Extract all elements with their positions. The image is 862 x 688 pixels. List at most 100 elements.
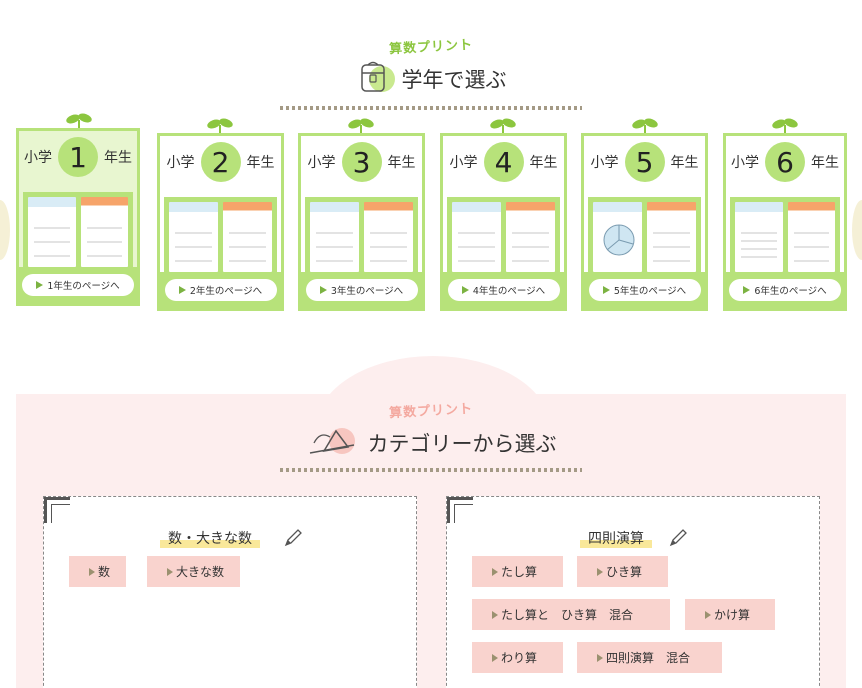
- pencil-icon: [284, 529, 302, 547]
- category-link-add-sub-mixed[interactable]: たし算と ひき算 混合: [472, 599, 670, 630]
- worksheet-thumbnail: [787, 202, 835, 272]
- play-icon: [492, 653, 498, 662]
- play-icon: [705, 610, 711, 619]
- grade-4-page-button[interactable]: 4年生のページへ: [447, 279, 560, 301]
- category-section-kicker: 算数プリント: [388, 401, 474, 422]
- grade-prefix: 小学: [731, 155, 759, 171]
- play-icon: [743, 286, 751, 294]
- category-link-four-ops-mixed[interactable]: 四則演算 混合: [577, 642, 722, 673]
- pencil-icon: [669, 529, 687, 547]
- grade-card-1[interactable]: 小学 1 年生 1年生のページへ: [16, 128, 140, 306]
- worksheet-thumbnail: [735, 202, 783, 272]
- button-label: 5年生のページへ: [613, 286, 687, 297]
- category-link-multiplication[interactable]: かけ算: [685, 599, 775, 630]
- worksheet-thumbnail: [28, 197, 76, 267]
- worksheet-thumbnail: [223, 202, 272, 272]
- worksheet-thumbnail: [310, 202, 359, 272]
- play-icon: [36, 281, 44, 289]
- grade-number: 5: [624, 142, 665, 182]
- corner-decoration: [447, 497, 473, 523]
- worksheet-thumbnail: [647, 202, 696, 272]
- grade-section-heading: 算数プリント 学年で選ぶ: [0, 36, 862, 99]
- grade-card-5[interactable]: 小学 5 年生 5年生のページへ: [581, 133, 708, 311]
- grade-number: 3: [341, 142, 382, 182]
- link-label: たし算と ひき算 混合: [501, 608, 634, 622]
- worksheet-thumbnail: [452, 202, 501, 272]
- link-label: ひき算: [606, 565, 643, 579]
- category-section-title: カテゴリーから選ぶ: [367, 432, 557, 456]
- category-link-large-numbers[interactable]: 大きな数: [147, 556, 241, 587]
- grade-card-2[interactable]: 小学 2 年生 2年生のページへ: [157, 133, 284, 311]
- worksheet-thumbnails: [305, 197, 418, 277]
- category-link-numbers[interactable]: 数: [69, 556, 127, 587]
- right-decoration: [852, 200, 862, 260]
- grade-prefix: 小学: [166, 155, 195, 171]
- worksheet-thumbnail: [169, 202, 218, 272]
- worksheet-thumbnails: [730, 197, 840, 277]
- backpack-icon: [356, 59, 396, 99]
- category-section-heading: 算数プリント カテゴリーから選ぶ: [0, 400, 862, 463]
- category-box-title: 数・大きな数: [160, 528, 260, 548]
- link-label: わり算: [501, 651, 538, 665]
- grade-prefix: 小学: [24, 150, 52, 166]
- play-icon: [167, 567, 173, 576]
- grade-suffix: 年生: [670, 155, 699, 171]
- play-icon: [597, 653, 603, 662]
- grade-1-page-button[interactable]: 1年生のページへ: [22, 274, 134, 296]
- grade-number: 6: [765, 142, 805, 182]
- play-icon: [492, 567, 498, 576]
- grade-number: 1: [58, 137, 98, 177]
- grade-section-title: 学年で選ぶ: [401, 68, 507, 92]
- grade-suffix: 年生: [811, 155, 839, 171]
- grade-number: 4: [483, 142, 524, 182]
- worksheet-thumbnails: [588, 197, 701, 277]
- grade-2-page-button[interactable]: 2年生のページへ: [164, 279, 277, 301]
- play-icon: [178, 286, 186, 294]
- button-label: 6年生のページへ: [754, 286, 827, 297]
- link-label: かけ算: [714, 608, 751, 622]
- category-link-division[interactable]: わり算: [472, 642, 563, 673]
- button-label: 2年生のページへ: [189, 286, 263, 297]
- button-label: 3年生のページへ: [330, 286, 404, 297]
- link-label: 大きな数: [176, 565, 225, 579]
- category-box-title: 四則演算: [580, 528, 652, 548]
- play-icon: [89, 567, 95, 576]
- ruler-icon: [306, 423, 362, 463]
- heading-divider: [280, 468, 582, 472]
- grade-suffix: 年生: [246, 155, 275, 171]
- worksheet-thumbnails: [447, 197, 560, 277]
- sprout-icon: [632, 118, 658, 133]
- category-box-numbers: [43, 496, 417, 688]
- heading-divider: [280, 106, 582, 110]
- link-label: 数: [98, 565, 111, 579]
- worksheet-thumbnail: [506, 202, 555, 272]
- sprout-icon: [772, 118, 798, 133]
- worksheet-thumbnails: [164, 197, 277, 277]
- play-icon: [602, 286, 610, 294]
- sprout-icon: [207, 118, 233, 133]
- play-icon: [319, 286, 327, 294]
- link-label: たし算: [501, 565, 538, 579]
- left-decoration: [0, 200, 10, 260]
- play-icon: [492, 610, 498, 619]
- worksheet-thumbnail: [80, 197, 128, 267]
- link-label: 四則演算 混合: [606, 651, 691, 665]
- grade-number: 2: [200, 142, 241, 182]
- sprout-icon: [66, 113, 92, 128]
- grade-6-page-button[interactable]: 6年生のページへ: [729, 279, 841, 301]
- grade-card-4[interactable]: 小学 4 年生 4年生のページへ: [440, 133, 567, 311]
- grade-card-6[interactable]: 小学 6 年生 6年生のページへ: [723, 133, 847, 311]
- grade-card-3[interactable]: 小学 3 年生 3年生のページへ: [298, 133, 425, 311]
- button-label: 4年生のページへ: [472, 286, 546, 297]
- grade-suffix: 年生: [104, 150, 132, 166]
- sprout-icon: [348, 118, 374, 133]
- worksheet-thumbnail: [364, 202, 413, 272]
- grade-5-page-button[interactable]: 5年生のページへ: [588, 279, 701, 301]
- grade-suffix: 年生: [387, 155, 416, 171]
- grade-prefix: 小学: [307, 155, 336, 171]
- category-link-subtraction[interactable]: ひき算: [577, 556, 668, 587]
- grade-3-page-button[interactable]: 3年生のページへ: [305, 279, 418, 301]
- grade-suffix: 年生: [529, 155, 558, 171]
- play-icon: [461, 286, 469, 294]
- category-link-addition[interactable]: たし算: [472, 556, 563, 587]
